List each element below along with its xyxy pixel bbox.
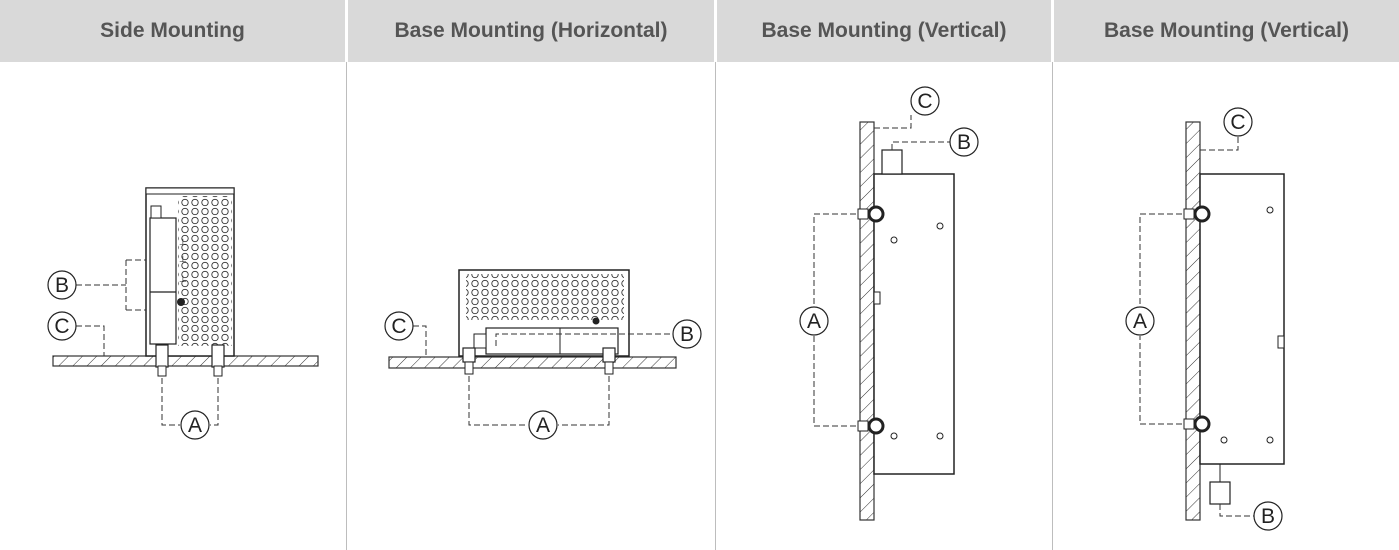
mounting-surface <box>388 356 677 369</box>
power-supply-body <box>873 173 955 475</box>
callout-c <box>910 86 940 116</box>
callout-b-label: B <box>957 131 971 154</box>
callout-c <box>384 311 414 341</box>
callout-b-label: B <box>55 274 69 297</box>
callout-c-label: C <box>1230 111 1245 134</box>
callout-a <box>180 410 210 440</box>
callout-b <box>47 270 77 300</box>
callout-b-label: B <box>1261 505 1275 528</box>
callout-c <box>1223 107 1253 137</box>
header-side-mounting: Side Mounting <box>0 0 345 62</box>
column-divider <box>715 62 716 550</box>
callout-b-label: B <box>680 323 694 346</box>
callout-c-label: C <box>54 315 69 338</box>
column-divider <box>1052 62 1053 550</box>
callout-b <box>1253 501 1283 531</box>
side-mounting-diagram: ⊥ ⊥ ⊥ A B C <box>47 187 319 440</box>
base-vertical-diagram-1: A B C <box>799 86 979 521</box>
mounting-wall <box>859 121 875 521</box>
terminal-connector <box>1209 481 1231 505</box>
callout-a-label: A <box>188 414 202 437</box>
power-supply-body <box>1199 173 1285 465</box>
callout-c-label: C <box>917 90 932 113</box>
ventilation-grille <box>178 196 232 346</box>
terminal-block <box>485 327 619 355</box>
callout-a-label: A <box>807 310 821 333</box>
header-base-vertical-2: Base Mounting (Vertical) <box>1054 0 1399 62</box>
terminal-block <box>149 217 177 345</box>
callout-b <box>949 127 979 157</box>
mounting-surface <box>52 355 319 367</box>
callout-a <box>799 306 829 336</box>
svg-text:⊥: ⊥ <box>179 275 187 285</box>
base-vertical-diagram-2: A B C <box>1125 107 1285 531</box>
base-horizontal-diagram: A B C <box>384 269 702 440</box>
svg-text:⊥: ⊥ <box>179 255 187 265</box>
ventilation-grille <box>466 274 624 320</box>
header-base-vertical-1: Base Mounting (Vertical) <box>717 0 1051 62</box>
header-base-horizontal: Base Mounting (Horizontal) <box>348 0 714 62</box>
mounting-wall <box>1185 121 1201 521</box>
terminal-connector <box>881 149 903 175</box>
callout-a <box>1125 306 1155 336</box>
callout-c-label: C <box>391 315 406 338</box>
callout-a-label: A <box>1133 310 1147 333</box>
callout-b <box>672 319 702 349</box>
callout-a-label: A <box>536 414 550 437</box>
column-divider <box>346 62 347 550</box>
callout-c <box>47 311 77 341</box>
callout-a <box>528 410 558 440</box>
svg-text:⊥: ⊥ <box>179 238 187 248</box>
